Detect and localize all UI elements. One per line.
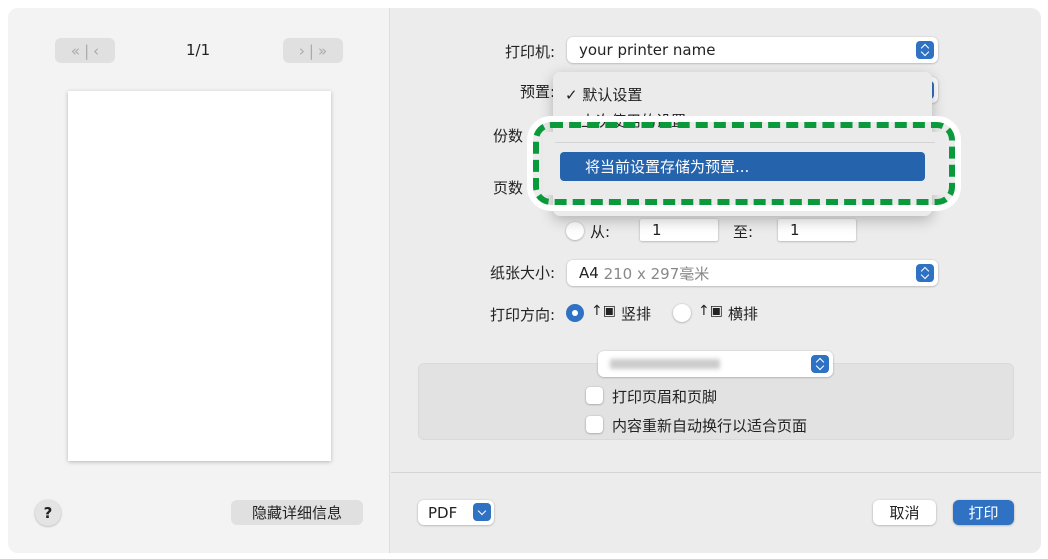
paper-size-popup[interactable]: A4 210 x 297毫米 (567, 260, 938, 286)
copies-label: 份数 (492, 127, 523, 145)
to-field[interactable]: 1 (778, 219, 856, 241)
first-prev-page-button[interactable]: «|‹ (55, 38, 115, 63)
menu-item-save-preset[interactable]: 将当前设置存储为预置... (560, 152, 925, 181)
print-button[interactable]: 打印 (953, 500, 1014, 525)
page-indicator: 1/1 (186, 41, 211, 59)
stepper-icon (916, 41, 934, 59)
landscape-label: 横排 (728, 305, 759, 323)
cancel-button[interactable]: 取消 (873, 500, 936, 525)
menu-item-label: 将当前设置存储为预置... (585, 158, 750, 176)
annotation-highlight-box (533, 122, 955, 205)
printer-label: 打印机: (504, 43, 555, 61)
double-chevron-right-icon: » (317, 41, 328, 60)
chevron-right-icon: › (298, 41, 305, 60)
pages-label: 页数 (492, 179, 523, 197)
separator: | (308, 41, 314, 60)
landscape-radio[interactable] (673, 304, 691, 322)
section-popup[interactable] (598, 351, 833, 377)
header-footer-label: 打印页眉和页脚 (612, 388, 718, 406)
check-icon: ✓ (565, 86, 578, 104)
from-value: 1 (652, 221, 662, 239)
preview-pane: «|‹ 1/1 ›|» ? 隐藏详细信息 (8, 8, 390, 553)
to-label: 至: (733, 223, 754, 241)
page-preview (68, 91, 331, 461)
paper-size-value: A4 (579, 264, 599, 282)
landscape-icon: ↑▣ (698, 303, 723, 319)
hide-details-button[interactable]: 隐藏详细信息 (231, 500, 363, 525)
header-footer-checkbox[interactable] (586, 387, 603, 404)
stepper-icon (916, 264, 934, 282)
menu-item-label: 默认设置 (582, 86, 643, 104)
separator: | (84, 41, 90, 60)
menu-item-default[interactable]: ✓ 默认设置 (565, 84, 642, 105)
paper-size-detail: 210 x 297毫米 (603, 264, 710, 283)
paper-size-label: 纸张大小: (489, 264, 555, 282)
pdf-menu-button[interactable]: PDF (418, 500, 494, 525)
help-button[interactable]: ? (35, 500, 61, 526)
next-last-page-button[interactable]: ›|» (283, 38, 343, 63)
portrait-label: 竖排 (621, 305, 652, 323)
portrait-icon: ↑▣ (591, 303, 616, 319)
from-field[interactable]: 1 (640, 219, 718, 241)
double-chevron-left-icon: « (70, 41, 81, 60)
print-dialog: «|‹ 1/1 ›|» ? 隐藏详细信息 打印机: your printer n… (8, 8, 1041, 553)
stepper-icon (811, 355, 829, 373)
footer-divider (391, 472, 1041, 473)
chevron-left-icon: ‹ (93, 41, 100, 60)
printer-popup[interactable]: your printer name (567, 37, 938, 63)
orientation-label: 打印方向: (489, 306, 555, 324)
menu-divider (555, 142, 935, 143)
to-value: 1 (790, 221, 800, 239)
chevron-down-icon (473, 503, 491, 521)
from-label: 从: (590, 223, 611, 241)
printer-value: your printer name (579, 41, 716, 59)
portrait-radio[interactable] (566, 304, 584, 322)
blurred-text (610, 359, 720, 369)
presets-label: 预置: (519, 83, 555, 101)
rewrap-checkbox[interactable] (586, 416, 603, 433)
pdf-label: PDF (428, 503, 458, 522)
rewrap-label: 内容重新自动换行以适合页面 (612, 417, 808, 435)
pages-range-radio[interactable] (566, 222, 584, 240)
